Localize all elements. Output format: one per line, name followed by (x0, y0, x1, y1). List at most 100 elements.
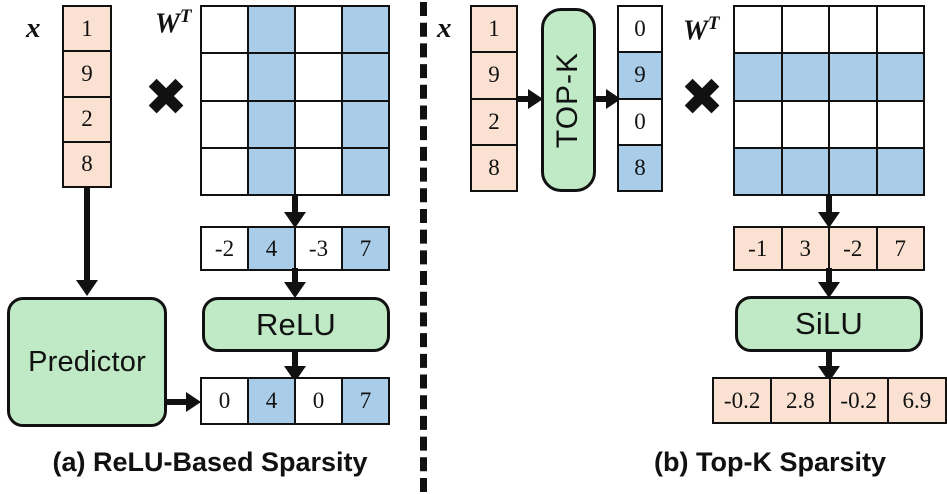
panel-a-input-label: x (26, 12, 41, 44)
panel-b-multiply-icon: ✖ (680, 68, 724, 128)
panel-b-matrix-cell-3-3 (875, 146, 925, 196)
panel-b-matrix-cell-3-2 (828, 146, 878, 196)
panel-a-matrix-cell-3-3 (341, 146, 390, 196)
panel-a-weight-matrix (200, 5, 390, 196)
panel-a-matrix-row-0 (200, 5, 390, 55)
panel-a-input-cell-1: 9 (62, 50, 112, 98)
panel-a-input-cell-2: 2 (62, 95, 112, 143)
panel-b-matrix-cell-1-1 (780, 52, 830, 102)
panel-b-sparse-cell-3: 8 (617, 143, 663, 192)
panel-b-matrix-cell-1-3 (875, 52, 925, 102)
panel-a-matrix-cell-0-2 (294, 5, 343, 55)
panel-a-input-to-predictor-line (84, 186, 90, 284)
panel-a-matrix-cell-1-3 (341, 52, 390, 102)
panel-a-preact-cell-3: 7 (341, 226, 390, 271)
panel-b-preact-to-silu-arrow (818, 282, 840, 298)
panel-a-output-cell-2: 0 (294, 377, 343, 425)
panel-a-matrix-cell-2-3 (341, 99, 390, 149)
panel-a-predictor-box[interactable]: Predictor (7, 297, 167, 427)
panel-a-matrix-row-3 (200, 146, 390, 196)
panel-b-topk-box[interactable]: TOP-K (541, 8, 596, 192)
panel-a-matrix-cell-3-2 (294, 146, 343, 196)
panel-b-topk-label: TOP-K (551, 51, 585, 149)
panel-a-matrix-cell-1-1 (247, 52, 296, 102)
panel-b-sparse-cell-2: 0 (617, 97, 663, 146)
panel-a-input-cell-3: 8 (62, 140, 112, 188)
panel-b-input-to-topk-arrow (528, 89, 543, 109)
panel-a-weight-sup: T (179, 6, 192, 27)
panel-b-matrix-row-0 (733, 5, 925, 55)
panel-b-output-cell-2: -0.2 (828, 377, 889, 424)
panel-a-preact-cell-2: -3 (294, 226, 343, 271)
panel-b-input-cell-2: 2 (470, 97, 518, 146)
panel-a-multiply-icon: ✖ (144, 68, 188, 128)
panel-a-matrix-cell-3-1 (247, 146, 296, 196)
panel-a-input-cell-0: 1 (62, 5, 112, 53)
panel-b-output-cell-1: 2.8 (770, 377, 831, 424)
panel-b-matrix-cell-0-2 (828, 5, 878, 55)
panel-b-matrix-cell-0-3 (875, 5, 925, 55)
panel-a-output-cell-0: 0 (200, 377, 249, 425)
panel-b-weight-matrix (733, 5, 925, 196)
panel-a-matrix-to-preact-line (292, 194, 298, 218)
panel-a-weight-label: WT (155, 6, 192, 40)
panel-b-weight-base: W (683, 15, 708, 47)
panel-a-matrix-cell-0-3 (341, 5, 390, 55)
panel-b-input-to-topk-line (517, 96, 533, 102)
panel-a-weight-base: W (155, 8, 180, 40)
panel-b-matrix-to-preact-line (826, 194, 832, 218)
panel-a-matrix-cell-0-1 (247, 5, 296, 55)
panel-a-output-cell-3: 7 (341, 377, 390, 425)
panel-a-preact-to-relu-arrow (284, 282, 306, 298)
panel-a-output-cell-1: 4 (247, 377, 296, 425)
panel-divider (420, 2, 427, 492)
panel-a-matrix-cell-2-2 (294, 99, 343, 149)
panel-b-matrix-cell-2-0 (733, 99, 783, 149)
panel-b-matrix-row-1 (733, 52, 925, 102)
panel-b-input-cell-0: 1 (470, 5, 518, 54)
panel-b-sparse-cell-1: 9 (617, 51, 663, 100)
panel-b-preact-cell-2: -2 (828, 226, 878, 271)
panel-b-matrix-cell-0-0 (733, 5, 783, 55)
panel-b-caption: (b) Top-K Sparsity (654, 447, 886, 477)
panel-a-matrix-cell-1-2 (294, 52, 343, 102)
panel-b-matrix-cell-0-1 (780, 5, 830, 55)
panel-b-input-label: x (437, 12, 452, 44)
panel-b-topk-to-sparse-line (595, 96, 611, 102)
panel-b-matrix-to-preact-arrow (818, 212, 840, 228)
panel-a-input-to-predictor-arrow (76, 280, 98, 296)
panel-a-matrix-cell-1-0 (200, 52, 249, 102)
panel-a-relu-to-output-line (292, 350, 298, 372)
panel-a-preact-to-relu-line (292, 268, 298, 286)
panel-a-caption: (a) ReLU-Based Sparsity (52, 447, 368, 477)
panel-b-matrix-cell-2-3 (875, 99, 925, 149)
panel-a-matrix-cell-0-0 (200, 5, 249, 55)
panel-b-preact-cell-1: 3 (780, 226, 830, 271)
panel-b-matrix-cell-2-2 (828, 99, 878, 149)
panel-a-matrix-row-1 (200, 52, 390, 102)
panel-b-matrix-cell-1-2 (828, 52, 878, 102)
panel-a-matrix-cell-2-0 (200, 99, 249, 149)
panel-a-preact-cell-0: -2 (200, 226, 249, 271)
panel-b-input-cell-3: 8 (470, 143, 518, 192)
panel-a-relu-box[interactable]: ReLU (202, 297, 390, 352)
panel-b-preact-to-silu-line (826, 268, 832, 286)
panel-a-matrix-to-preact-arrow (284, 212, 306, 228)
panel-a-predictor-to-output-line (165, 399, 189, 405)
panel-b-matrix-cell-2-1 (780, 99, 830, 149)
panel-a-matrix-row-2 (200, 99, 390, 149)
panel-b-silu-box[interactable]: SiLU (735, 296, 923, 352)
panel-b-input-cell-1: 9 (470, 51, 518, 100)
panel-b-output-cell-0: -0.2 (712, 377, 773, 424)
panel-a-preact-cell-1: 4 (247, 226, 296, 271)
panel-b-silu-to-output-line (826, 350, 832, 372)
panel-b-weight-label: WT (683, 13, 720, 47)
panel-a-matrix-cell-3-0 (200, 146, 249, 196)
panel-b-output-cell-3: 6.9 (886, 377, 947, 424)
